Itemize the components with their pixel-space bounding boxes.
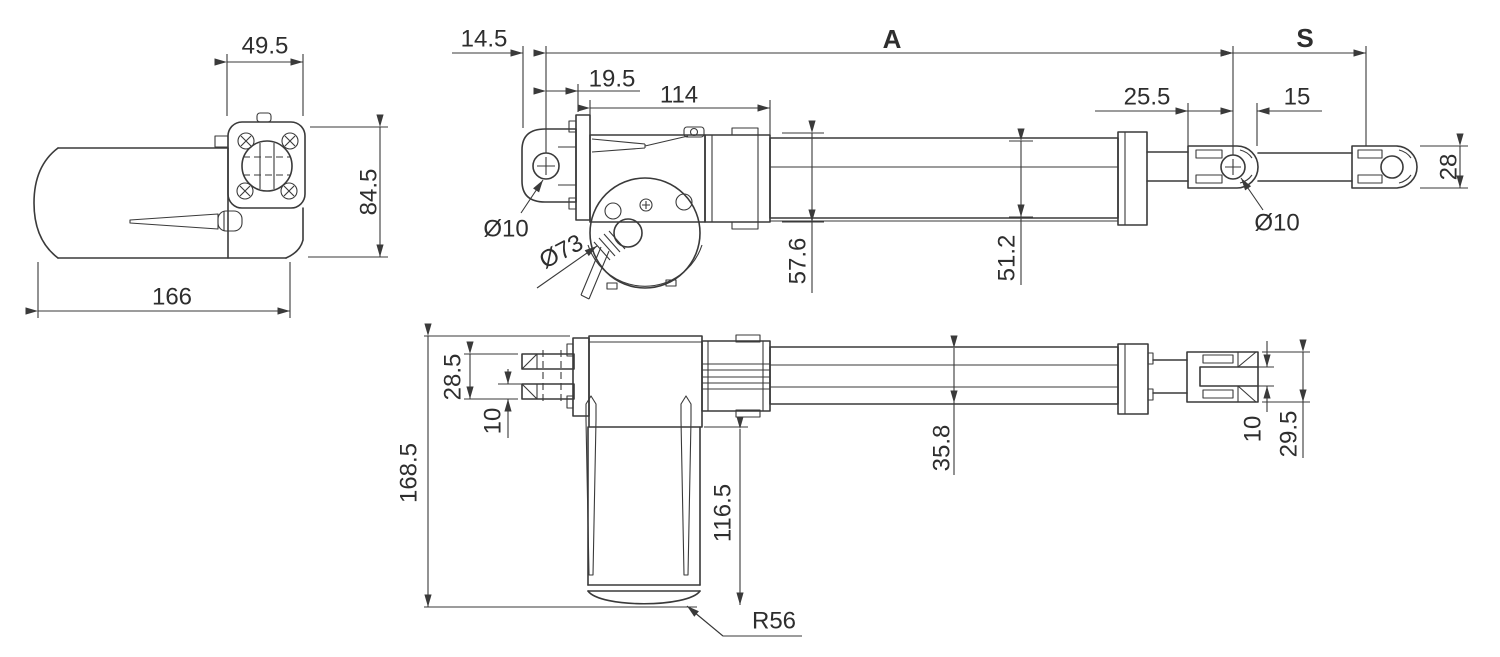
leader-dia10-front xyxy=(1240,177,1264,211)
leader-dia10-rear xyxy=(520,179,544,214)
leader-dia73 xyxy=(536,245,598,289)
label-dim-R56: R56 xyxy=(752,607,796,634)
spike-left xyxy=(585,395,597,576)
side-view-rod-end-retracted xyxy=(1146,145,1259,189)
end-view-flange xyxy=(129,112,306,232)
tube-end-cap xyxy=(1117,131,1148,226)
label-dim-29-5: 29.5 xyxy=(1275,411,1302,458)
gear-dome xyxy=(589,177,701,289)
top-view-outer-tube xyxy=(769,343,1154,415)
label-dim-28: 28 xyxy=(1435,154,1462,181)
label-dim-dia10-rear: Ø10 xyxy=(483,215,528,242)
top-view-collar xyxy=(701,334,771,418)
label-dim-84-5: 84.5 xyxy=(355,169,382,216)
top-view-front-fork xyxy=(1152,351,1259,403)
end-view-housing-body xyxy=(33,147,304,259)
spike-right xyxy=(680,395,692,576)
label-dim-57-6: 57.6 xyxy=(784,238,811,285)
side-view-rear-plate xyxy=(568,114,591,221)
cable xyxy=(580,246,610,300)
leader-r56-arrow xyxy=(686,605,724,637)
flange-top-tab xyxy=(256,112,272,123)
flange-bore xyxy=(241,140,293,192)
label-dim-168-5: 168.5 xyxy=(395,443,422,503)
tube-end-cap-top xyxy=(1117,343,1149,415)
end-view xyxy=(25,54,388,318)
label-dim-19-5: 19.5 xyxy=(589,65,636,92)
label-dim-S: S xyxy=(1296,23,1313,53)
motor-dome-r56 xyxy=(587,590,701,605)
top-view-rear-fork xyxy=(521,337,590,417)
end-view-dimensions xyxy=(25,54,388,318)
label-dim-dia10-front: Ø10 xyxy=(1254,209,1299,236)
extended-pin-hole xyxy=(1380,155,1404,179)
label-dim-35-8: 35.8 xyxy=(928,425,955,472)
label-dim-14-5: 14.5 xyxy=(461,25,508,52)
label-dim-10-right: 10 xyxy=(1239,416,1266,443)
side-view-collar xyxy=(704,127,771,230)
flange-side-tab xyxy=(214,135,229,148)
label-dim-49-5: 49.5 xyxy=(242,32,289,59)
label-dim-15: 15 xyxy=(1284,83,1311,110)
label-dim-A: A xyxy=(883,24,902,54)
end-view-bleed-pin xyxy=(129,210,243,232)
top-view xyxy=(424,323,1310,637)
side-view-rear-clevis xyxy=(521,128,577,203)
label-dim-114: 114 xyxy=(660,81,698,108)
flange-screws xyxy=(236,132,299,200)
side-view-rod-end-extended xyxy=(1257,145,1418,189)
side-view-outer-tube xyxy=(769,131,1148,226)
top-view-dimensions xyxy=(424,323,1310,637)
top-view-gear-housing xyxy=(585,335,703,605)
label-dim-10-left: 10 xyxy=(479,408,506,435)
side-view-gear-housing xyxy=(580,126,706,300)
cable-gland xyxy=(580,218,643,300)
label-dim-116-5: 116.5 xyxy=(709,484,736,542)
side-view xyxy=(452,46,1468,300)
label-dim-166: 166 xyxy=(152,283,192,310)
label-dim-28-5: 28.5 xyxy=(439,354,466,401)
side-view-dimensions xyxy=(452,46,1468,293)
label-dim-51-2: 51.2 xyxy=(993,235,1020,282)
label-dim-dia73: Ø73 xyxy=(535,229,588,274)
label-dim-25-5: 25.5 xyxy=(1124,83,1171,110)
